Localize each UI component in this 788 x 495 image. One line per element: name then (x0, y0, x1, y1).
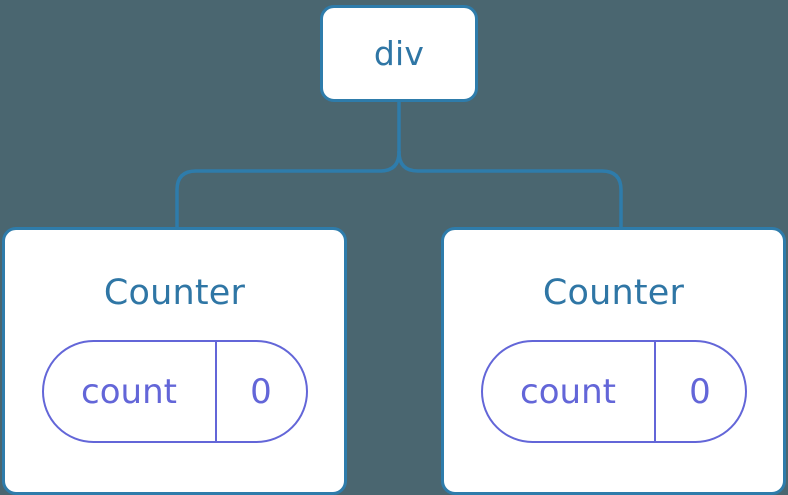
state-pill-left[interactable]: count 0 (41, 340, 308, 443)
node-counter-right[interactable]: Counter count 0 (441, 227, 786, 495)
node-div[interactable]: div (320, 5, 478, 102)
node-counter-left-label: Counter (103, 273, 246, 313)
connector-branch-right (397, 150, 623, 231)
node-counter-right-label: Counter (542, 273, 685, 313)
state-value-left: 0 (250, 371, 272, 412)
connector-branch-left (175, 150, 401, 231)
state-pill-right[interactable]: count 0 (480, 340, 747, 443)
node-div-label: div (373, 34, 425, 73)
state-value-right: 0 (689, 371, 711, 412)
state-key-right: count (483, 342, 656, 441)
state-key-left: count (44, 342, 217, 441)
node-counter-left[interactable]: Counter count 0 (2, 227, 347, 495)
